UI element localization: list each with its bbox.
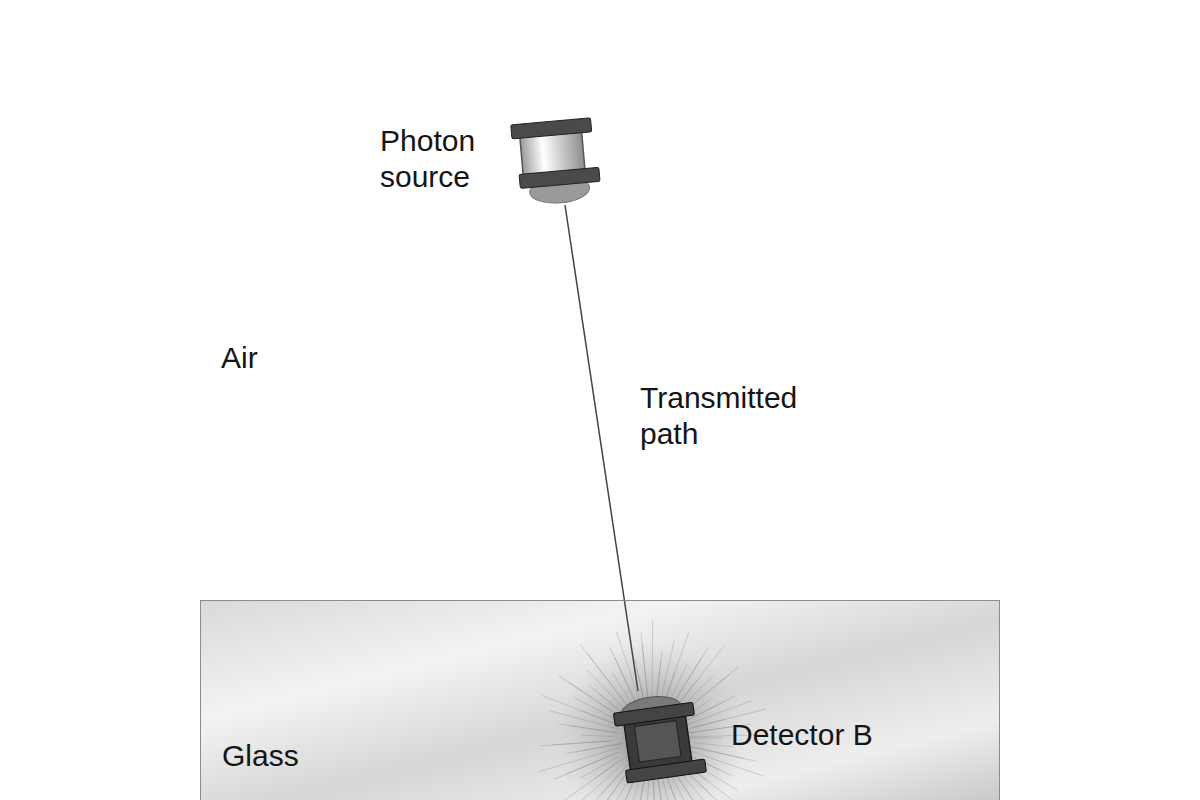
detector: Detector B: [611, 691, 901, 786]
detector-glow-rays: [539, 620, 766, 800]
edge-label: Transmitted path: [640, 380, 840, 452]
region-label: Air: [221, 340, 258, 376]
edge-label-text: Transmitted path: [640, 380, 840, 452]
detector-glow: [557, 643, 747, 800]
region-label-text: Air: [221, 340, 258, 376]
glass-block: Glass Detector B: [200, 600, 1000, 800]
photon-source: Photon source: [378, 115, 608, 205]
photon-path-line: [565, 205, 638, 691]
node-label: Glass: [222, 738, 299, 774]
node-label: Detector B: [731, 717, 873, 753]
node-label: Photon source: [380, 123, 515, 195]
